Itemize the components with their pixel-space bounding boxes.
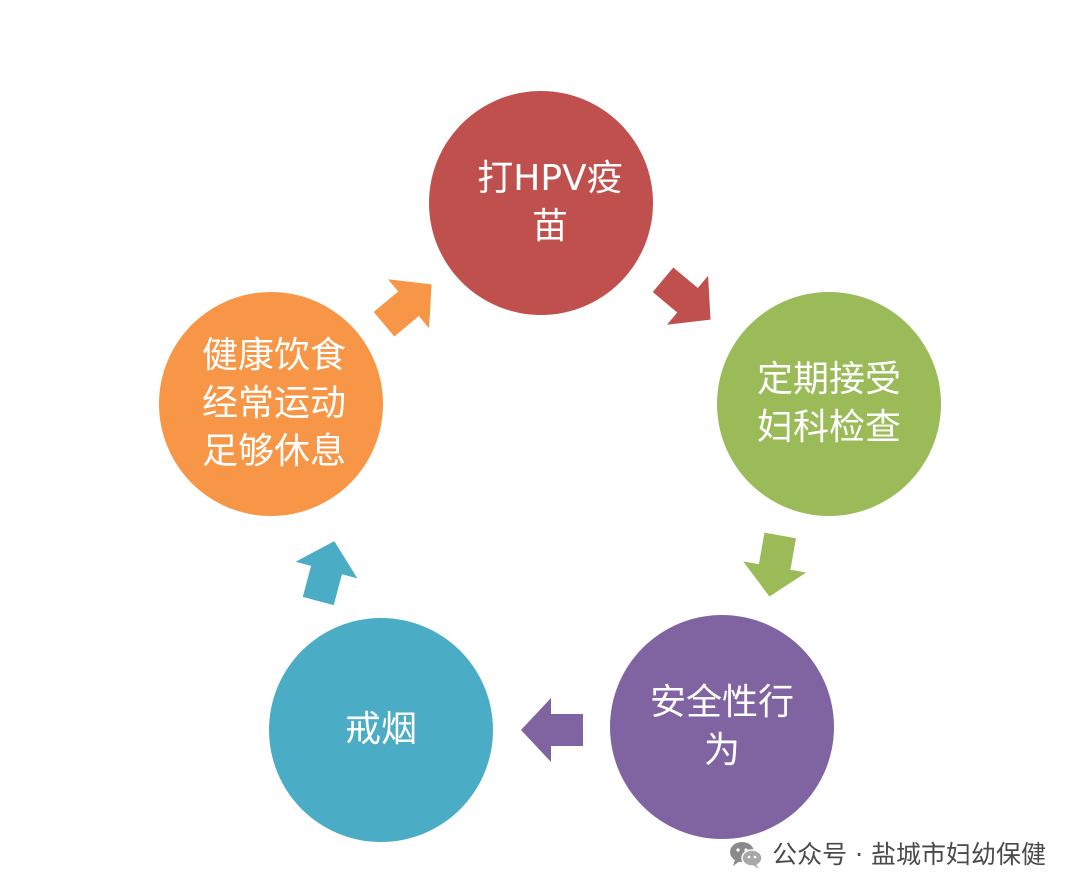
watermark-text: 公众号 · 盐城市妇幼保健: [772, 840, 1046, 869]
arrow-quit-smoking-to-healthy-lifestyle: [295, 541, 358, 606]
node-circle-hpv-vaccine: [429, 91, 653, 315]
watermark: 公众号 · 盐城市妇幼保健: [728, 839, 1046, 871]
node-circle-gyn-checkup: [717, 292, 941, 516]
node-label-quit-smoking: 戒烟: [344, 709, 417, 750]
arrow-healthy-lifestyle-to-hpv-vaccine: [373, 279, 432, 337]
node-label-healthy-lifestyle: 健康饮食 经常运动 足够休息: [201, 335, 346, 472]
node-label-safe-sex: 安全性行 为: [649, 682, 794, 771]
arrow-gyn-checkup-to-safe-sex: [743, 532, 807, 597]
arrow-hpv-vaccine-to-gyn-checkup: [652, 267, 711, 325]
arrow-safe-sex-to-quit-smoking: [521, 698, 583, 762]
node-label-gyn-checkup: 定期接受 妇科检查: [756, 359, 901, 448]
wechat-icon: [730, 842, 763, 869]
node-circle-quit-smoking: [269, 618, 493, 842]
node-circle-safe-sex: [610, 615, 834, 839]
node-label-hpv-vaccine: 打HPV疫 苗: [477, 158, 623, 247]
node-circle-healthy-lifestyle: [159, 292, 383, 516]
